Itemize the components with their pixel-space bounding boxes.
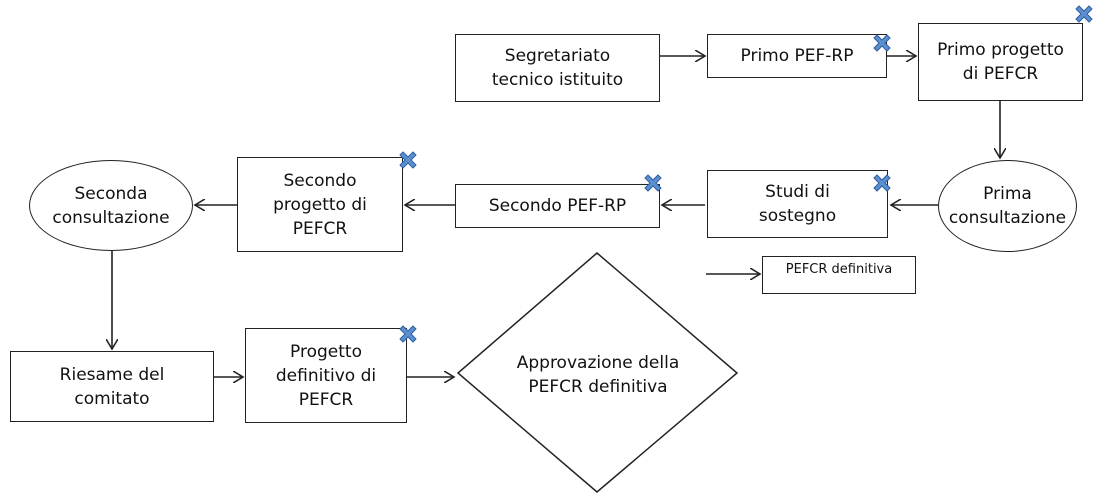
legend-box: PEFCR definitiva [762, 256, 916, 294]
x-mark-icon [873, 174, 891, 192]
x-mark-icon [873, 34, 891, 52]
primo-pef-rp-box: Primo PEF-RP [707, 34, 887, 78]
riesame-box: Riesame del comitato [10, 351, 214, 422]
segretariato-box: Segretariato tecnico istituito [455, 34, 660, 102]
progetto-definitivo-box: Progetto definitivo di PEFCR [245, 328, 407, 423]
x-mark-icon [399, 151, 417, 169]
x-mark-icon [399, 325, 417, 343]
x-mark-icon [644, 174, 662, 192]
studi-sostegno-box: Studi di sostegno [707, 170, 888, 238]
x-mark-icon [1075, 5, 1093, 23]
seconda-consultazione-ellipse: Seconda consultazione [29, 160, 193, 251]
secondo-pef-rp-box: Secondo PEF-RP [455, 184, 660, 228]
prima-consultazione-ellipse: Prima consultazione [938, 160, 1077, 252]
secondo-progetto-box: Secondo progetto di PEFCR [237, 157, 403, 252]
primo-progetto-box: Primo progetto di PEFCR [918, 23, 1083, 101]
approvazione-diamond [456, 252, 739, 493]
approvazione-label: Approvazione della PEFCR definitiva [516, 353, 680, 397]
